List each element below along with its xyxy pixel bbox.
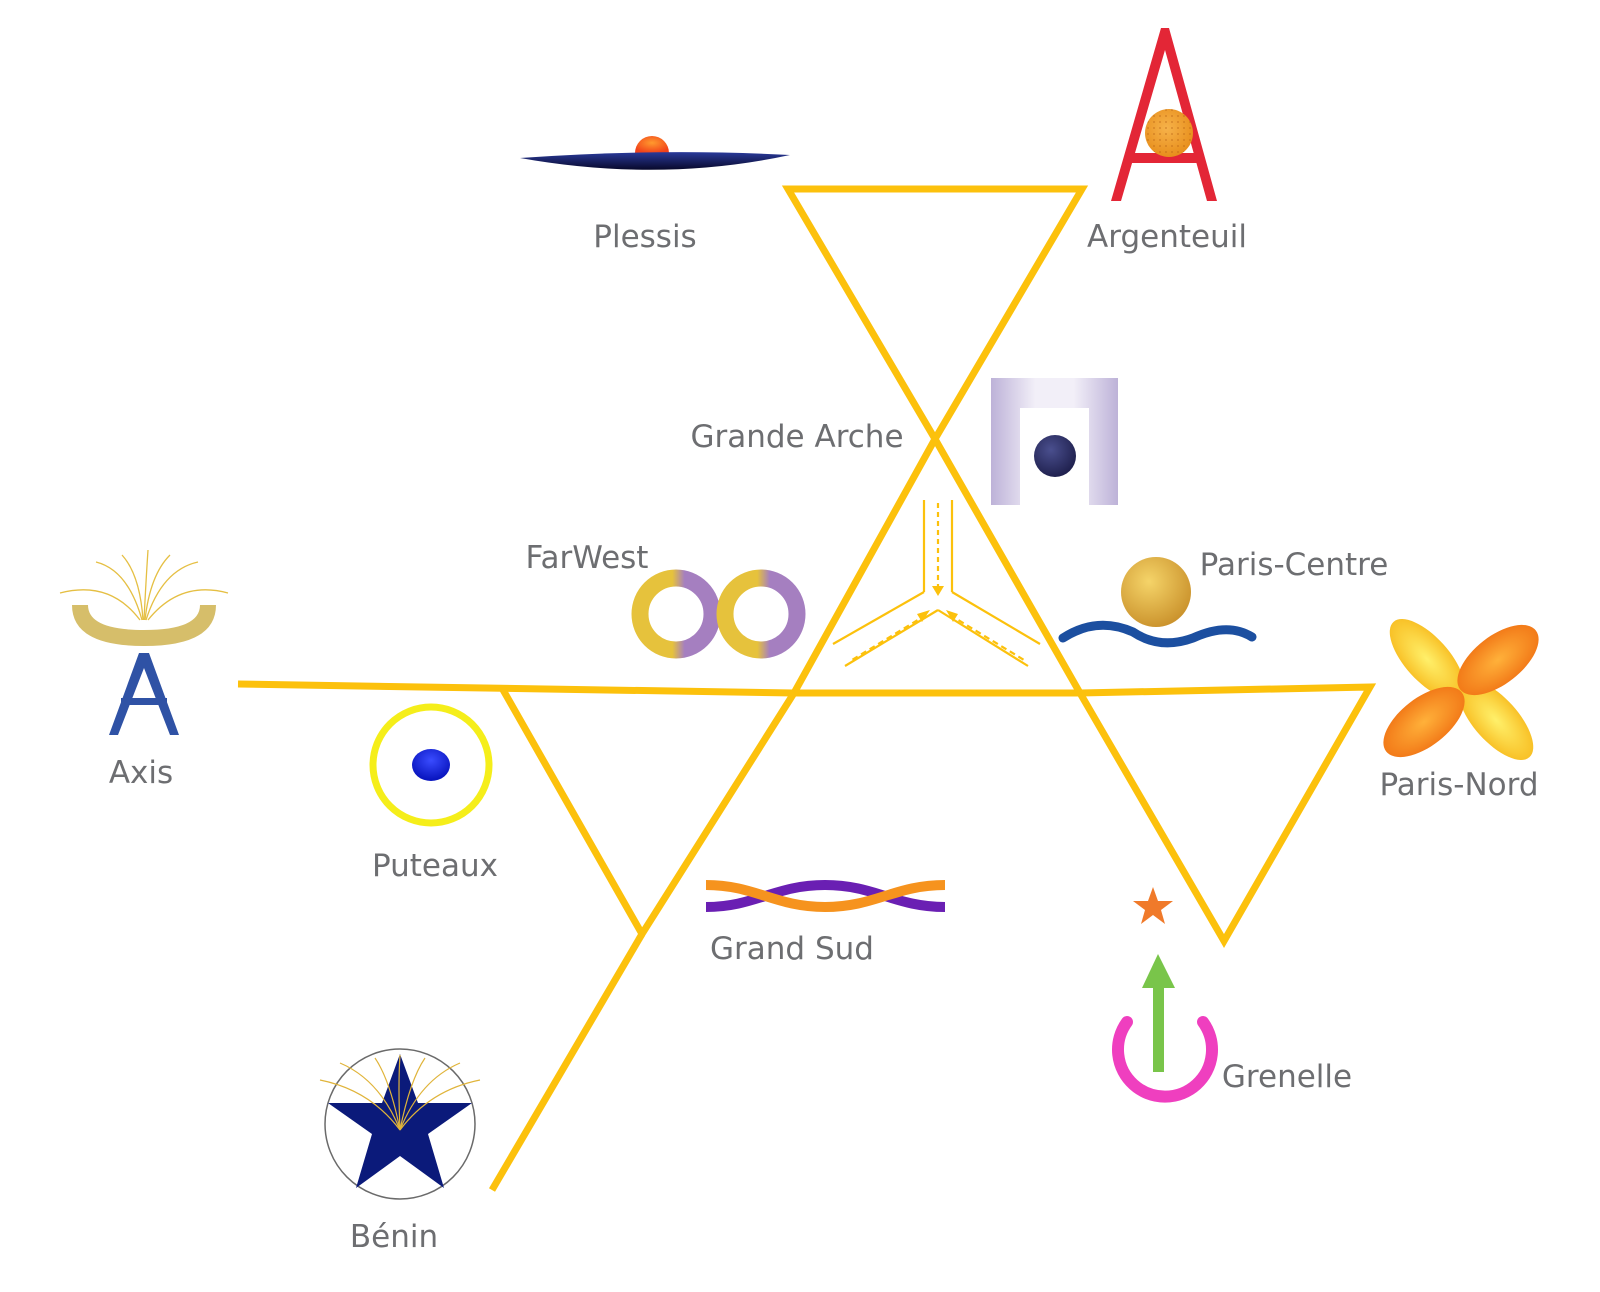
central-triangle [788,437,1087,697]
district-labels: Plessis Argenteuil Grande Arche FarWest … [109,219,1539,1255]
label-benin: Bénin [350,1219,438,1255]
four-petal-flower-icon [1383,619,1539,760]
label-grand-sud: Grand Sud [710,931,874,967]
star-circle-icon [319,1048,481,1200]
power-arrow-star-icon [1112,887,1218,1103]
label-grenelle: Grenelle [1222,1059,1352,1095]
label-grande-arche: Grande Arche [690,419,903,455]
halo-dot-icon [369,703,493,827]
southwest-line [488,932,646,1192]
eclipse-lens-icon [520,136,790,170]
network-lines [237,185,1377,1192]
junction-arrows-icon [832,500,1041,667]
arch-portal-icon [991,378,1118,505]
braided-ribbon-icon [705,879,946,913]
fountain-letter-a-icon [59,549,229,735]
top-inverted-triangle [781,185,1089,446]
infinity-rings-icon [631,569,806,659]
letter-a-sun-icon [1111,28,1217,201]
right-inverted-triangle [1073,683,1377,948]
sun-over-wave-icon [1058,557,1257,648]
horizontal-axis-line [237,680,795,697]
label-puteaux: Puteaux [372,848,498,884]
label-argenteuil: Argenteuil [1087,219,1247,255]
label-plessis: Plessis [593,219,696,255]
label-paris-centre: Paris-Centre [1200,547,1389,583]
label-axis: Axis [109,755,173,791]
label-paris-nord: Paris-Nord [1379,767,1538,803]
label-farwest: FarWest [526,540,649,576]
